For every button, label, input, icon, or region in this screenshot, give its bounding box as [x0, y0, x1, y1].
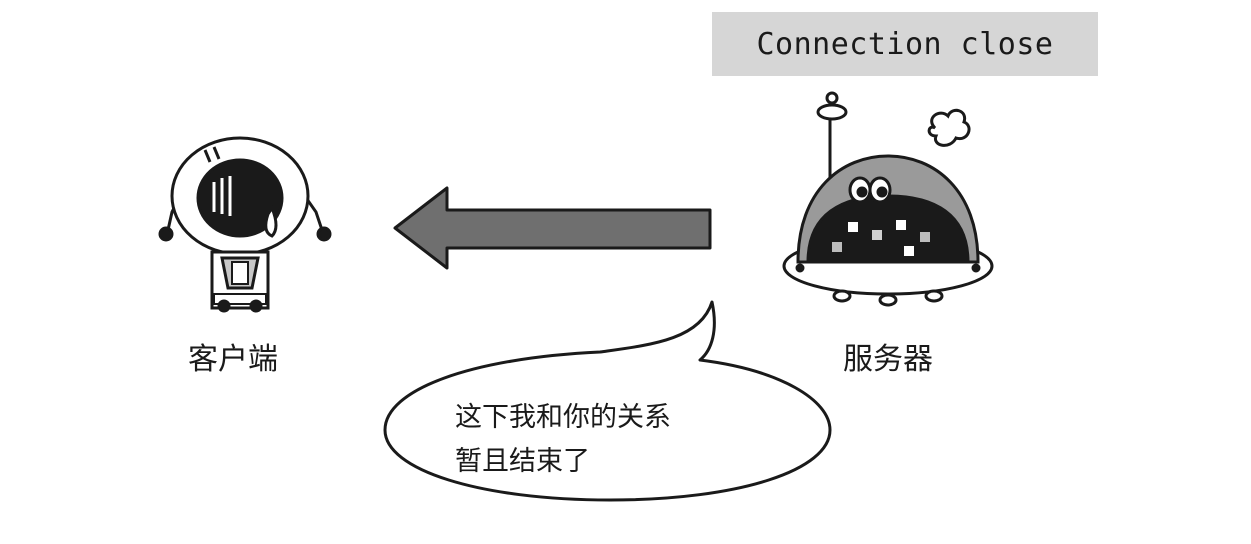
speech-bubble: [383, 300, 832, 502]
server-robot-icon: [782, 91, 994, 307]
speech-bubble-text: 这下我和你的关系 暂且结束了: [455, 396, 775, 484]
arrow-left: [393, 186, 712, 270]
connection-header-label: Connection close: [712, 12, 1098, 76]
speech-bubble-line: 这下我和你的关系: [455, 402, 671, 433]
speech-bubble-line: 暂且结束了: [455, 446, 590, 477]
client-robot-icon: [158, 136, 332, 313]
server-label: 服务器: [843, 342, 933, 377]
connection-header-text: Connection close: [756, 26, 1054, 62]
client-label: 客户端: [188, 342, 278, 377]
